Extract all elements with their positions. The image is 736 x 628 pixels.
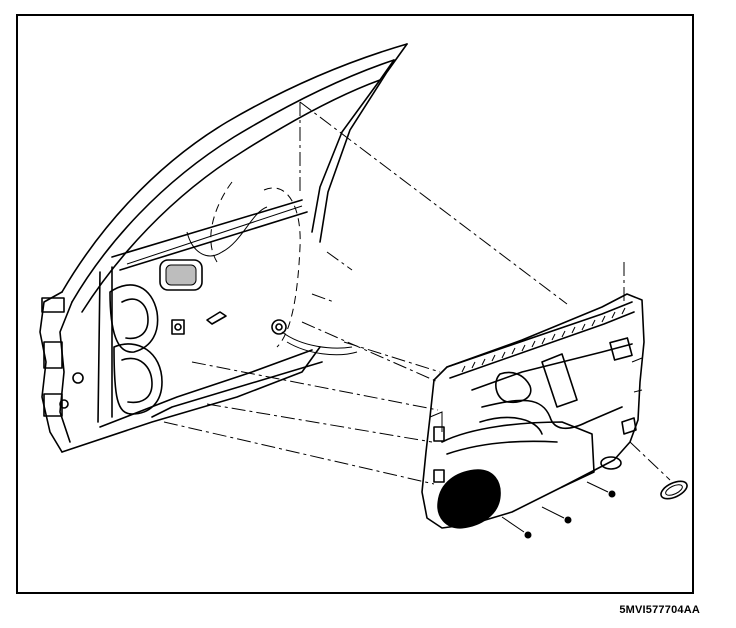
trim-screw [586, 481, 616, 498]
trim-screw [501, 516, 532, 539]
screw-cover-cap [660, 480, 688, 500]
guide-lines [163, 101, 671, 485]
door-trim-panel [421, 293, 645, 529]
figure-frame [16, 14, 694, 594]
figure-code: 5MVI577704AA [619, 604, 700, 616]
trim-screw [541, 506, 572, 524]
speaker-grille [437, 469, 501, 529]
exploded-diagram [39, 43, 688, 539]
door-frame [39, 43, 408, 453]
